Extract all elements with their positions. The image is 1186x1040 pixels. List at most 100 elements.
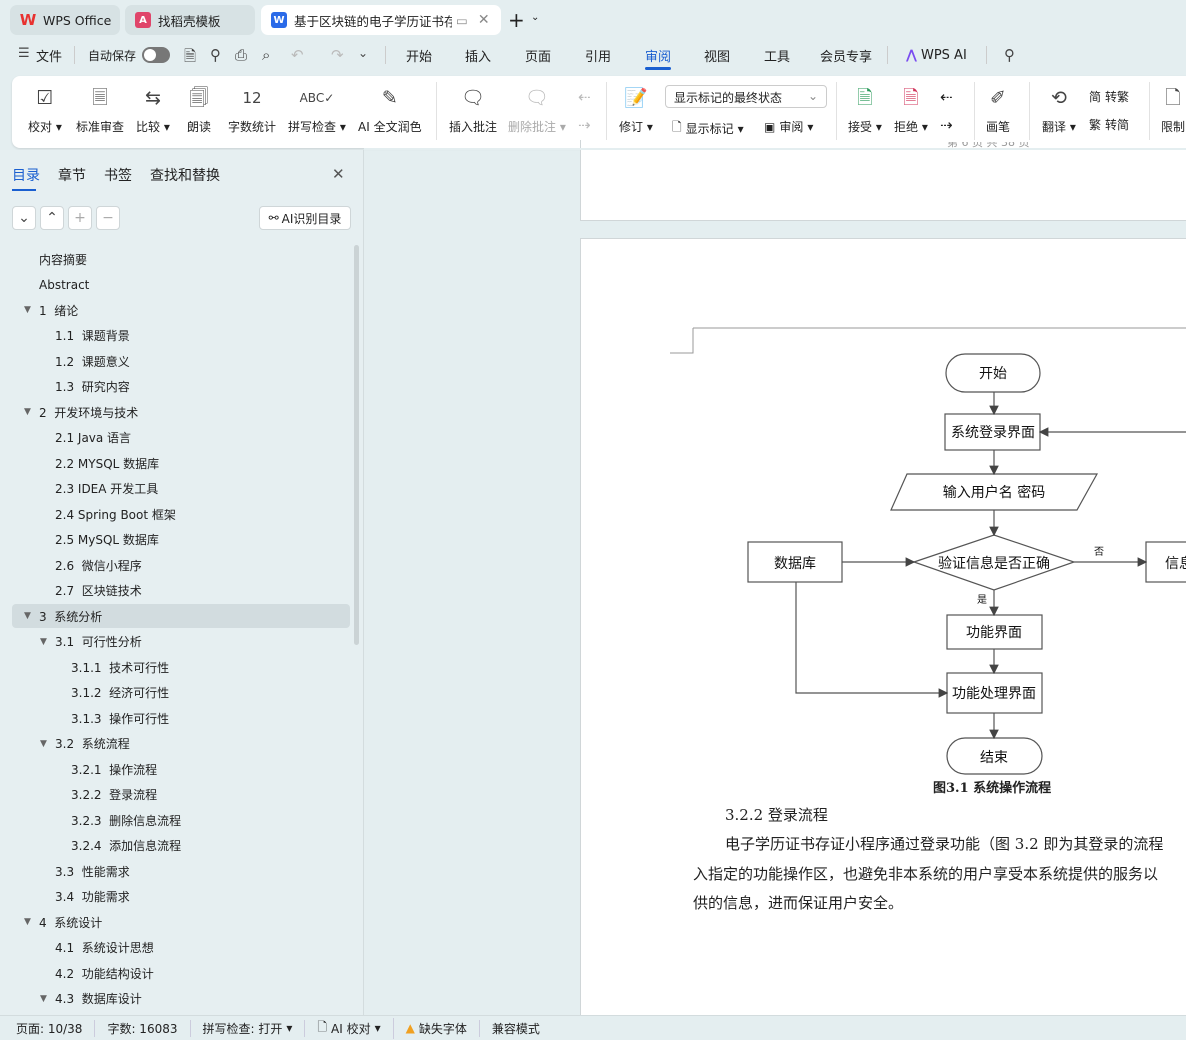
- expand-triangle-icon[interactable]: ▼: [40, 993, 47, 1004]
- reject-button[interactable]: 🗎拒绝 ▾: [894, 84, 928, 135]
- to-traditional-button[interactable]: 简转繁: [1089, 90, 1130, 104]
- expand-down-button[interactable]: ⌄: [12, 206, 36, 230]
- toc-item[interactable]: ▼1 绪论: [12, 298, 350, 322]
- word-count-indicator[interactable]: 字数: 16083: [95, 1019, 191, 1037]
- toc-item[interactable]: 2.6 微信小程序: [12, 553, 350, 577]
- share-icon[interactable]: ⚲: [210, 46, 221, 64]
- menu-home[interactable]: 开始: [406, 49, 433, 65]
- page-indicator[interactable]: 页面: 10/38: [0, 1019, 96, 1037]
- toc-item[interactable]: 3.1.3 操作可行性: [12, 706, 350, 730]
- menu-wps-ai[interactable]: ⋀WPS AI: [906, 47, 967, 63]
- prev-change-icon[interactable]: ⇠: [940, 88, 953, 106]
- ai-toc-button[interactable]: ⚯AI识别目录: [259, 206, 351, 230]
- toc-item[interactable]: 4.1 系统设计思想: [12, 936, 350, 960]
- more-chevron-icon[interactable]: ⌄: [358, 46, 369, 60]
- show-markup-button[interactable]: 🗋显示标记 ▾: [672, 118, 744, 139]
- toc-item[interactable]: ▼3 系统分析: [12, 604, 350, 628]
- print-preview-icon[interactable]: ⌕: [262, 46, 271, 64]
- toc-item[interactable]: 1.2 课题意义: [12, 349, 350, 373]
- toc-item[interactable]: 4.2 功能结构设计: [12, 961, 350, 985]
- translate-button[interactable]: ⟲翻译 ▾: [1042, 84, 1076, 135]
- toc-item[interactable]: 2.7 区块链技术: [12, 579, 350, 603]
- next-change-icon[interactable]: ⇢: [940, 116, 953, 134]
- insert-comment-button[interactable]: 🗨插入批注: [449, 84, 497, 135]
- menu-file[interactable]: 文件: [36, 49, 63, 65]
- toc-item[interactable]: 2.3 IDEA 开发工具: [12, 477, 350, 501]
- proofread-button[interactable]: ☑校对 ▾: [28, 84, 62, 135]
- track-changes-button[interactable]: 📝修订 ▾: [619, 84, 653, 135]
- toc-item[interactable]: 3.4 功能需求: [12, 885, 350, 909]
- collapse-up-button[interactable]: ⌃: [40, 206, 64, 230]
- menu-membership[interactable]: 会员专享: [820, 49, 873, 65]
- spell-check-status[interactable]: 拼写检查: 打开 ▾: [191, 1019, 306, 1037]
- remove-heading-button[interactable]: −: [96, 206, 120, 230]
- undo-icon[interactable]: ↶: [291, 46, 304, 64]
- save-icon[interactable]: 🗎: [184, 47, 197, 65]
- toc-item[interactable]: 2.2 MYSQL 数据库: [12, 451, 350, 475]
- read-aloud-button[interactable]: 🗐朗读: [187, 84, 211, 135]
- expand-triangle-icon[interactable]: ▼: [40, 636, 47, 647]
- menu-page[interactable]: 页面: [525, 49, 552, 65]
- toc-item[interactable]: 3.2.1 操作流程: [12, 757, 350, 781]
- search-icon[interactable]: ⚲: [1004, 46, 1015, 64]
- expand-triangle-icon[interactable]: ▼: [40, 738, 47, 749]
- sidebar-tab-bookmarks[interactable]: 书签: [104, 168, 132, 184]
- toc-item[interactable]: 1.1 课题背景: [12, 324, 350, 348]
- menu-view[interactable]: 视图: [704, 49, 731, 65]
- toc-item[interactable]: ▼3.2 系统流程: [12, 732, 350, 756]
- expand-triangle-icon[interactable]: ▼: [24, 305, 31, 315]
- toc-item[interactable]: 2.1 Java 语言: [12, 426, 350, 450]
- expand-triangle-icon[interactable]: ▼: [24, 407, 31, 417]
- print-icon[interactable]: ⎙: [235, 46, 248, 64]
- menu-review[interactable]: 审阅: [645, 44, 672, 70]
- expand-triangle-icon[interactable]: ▼: [24, 917, 31, 927]
- delete-comment-button[interactable]: 🗨删除批注 ▾: [508, 84, 566, 135]
- monitor-icon[interactable]: ▭: [456, 12, 468, 28]
- add-heading-button[interactable]: +: [68, 206, 92, 230]
- toc-item[interactable]: 3.2.2 登录流程: [12, 783, 350, 807]
- ai-polish-button[interactable]: ✎AI 全文润色: [358, 84, 422, 135]
- toc-item[interactable]: ▼4 系统设计: [12, 910, 350, 934]
- toc-item[interactable]: 1.3 研究内容: [12, 375, 350, 399]
- close-tab-icon[interactable]: ✕: [477, 12, 490, 28]
- toc-item[interactable]: 2.5 MySQL 数据库: [12, 528, 350, 552]
- toc-item[interactable]: 2.4 Spring Boot 框架: [12, 502, 350, 526]
- menu-insert[interactable]: 插入: [465, 49, 492, 65]
- autosave-toggle[interactable]: [142, 47, 170, 63]
- sidebar-tab-toc[interactable]: 目录: [12, 165, 40, 191]
- menu-tools[interactable]: 工具: [764, 49, 791, 65]
- pen-button[interactable]: ✐画笔: [986, 84, 1010, 135]
- standard-review-button[interactable]: 🗏标准审查: [76, 84, 124, 135]
- ai-check-status[interactable]: 🗋AI 校对 ▾: [305, 1017, 394, 1039]
- markup-mode-select[interactable]: 显示标记的最终状态⌄: [665, 85, 827, 108]
- prev-comment-icon[interactable]: ⇠: [578, 88, 591, 106]
- missing-font-status[interactable]: ▲缺失字体: [394, 1019, 480, 1037]
- toc-item[interactable]: 3.1.1 技术可行性: [12, 655, 350, 679]
- close-pane-icon[interactable]: ✕: [332, 165, 345, 183]
- redo-icon[interactable]: ↷: [331, 46, 344, 64]
- menu-references[interactable]: 引用: [585, 49, 612, 65]
- toc-item[interactable]: ▼3.1 可行性分析: [12, 630, 350, 654]
- toc-item[interactable]: 3.2.3 删除信息流程: [12, 808, 350, 832]
- sidebar-scrollbar[interactable]: [354, 245, 359, 645]
- spell-check-button[interactable]: ABC✓拼写检查 ▾: [288, 84, 346, 135]
- toc-item[interactable]: Abstract: [12, 273, 350, 297]
- new-tab-button[interactable]: +: [508, 8, 525, 32]
- sidebar-tab-sections[interactable]: 章节: [58, 168, 86, 184]
- accept-button[interactable]: 🗎接受 ▾: [848, 84, 882, 135]
- to-simplified-button[interactable]: 繁转简: [1089, 118, 1130, 132]
- toc-item[interactable]: 内容摘要: [12, 247, 350, 271]
- review-pane-button[interactable]: ▣审阅 ▾: [764, 119, 814, 135]
- sidebar-tab-find-replace[interactable]: 查找和替换: [150, 168, 220, 184]
- toc-item[interactable]: 3.3 性能需求: [12, 859, 350, 883]
- compare-button[interactable]: ⇆比较 ▾: [136, 84, 170, 135]
- toc-item[interactable]: ▼2 开发环境与技术: [12, 400, 350, 424]
- tab-list-chevron-icon[interactable]: ⌄: [531, 12, 540, 23]
- expand-triangle-icon[interactable]: ▼: [24, 611, 31, 621]
- hamburger-icon[interactable]: ☰: [18, 46, 30, 61]
- toc-item[interactable]: 3.2.4 添加信息流程: [12, 834, 350, 858]
